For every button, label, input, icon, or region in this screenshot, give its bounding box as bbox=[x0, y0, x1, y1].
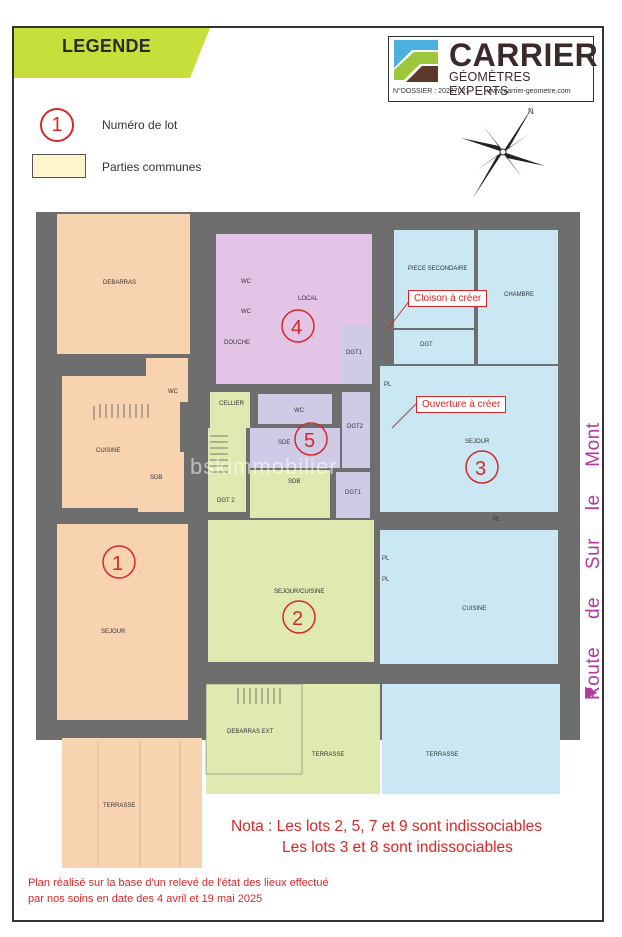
label-sdb-lot5: SDB bbox=[288, 479, 300, 485]
label-wc-lot5: WC bbox=[294, 408, 305, 414]
label-pl-4: PL bbox=[382, 577, 390, 583]
compass-north-label: N bbox=[528, 107, 534, 116]
room-sejour-lot1 bbox=[57, 524, 188, 720]
label-pl-2: PL bbox=[493, 517, 501, 523]
room-debarras bbox=[57, 214, 190, 354]
callout-ouverture-leader bbox=[391, 403, 417, 429]
label-sejour-cuisine: SEJOUR/CUISINE bbox=[274, 589, 324, 595]
room-chambre bbox=[478, 230, 558, 364]
room-sejour-lot3 bbox=[380, 366, 558, 512]
label-dgt2-lower: DGT 2 bbox=[217, 498, 235, 504]
room-terrasse-lot1 bbox=[62, 738, 202, 868]
company-url: www.carrier-geometre.com bbox=[487, 88, 571, 95]
callout-ouverture: Ouverture à créer bbox=[416, 396, 507, 413]
room-wc-lot5 bbox=[258, 394, 332, 424]
label-pl-1: PL bbox=[384, 382, 392, 388]
stairs-dgt2 bbox=[210, 435, 228, 473]
label-dgt2-upper: DGT2 bbox=[347, 424, 364, 430]
lot-1-marker: 1 bbox=[102, 545, 136, 579]
stairs-lot1 bbox=[93, 404, 149, 420]
legend-title: LEGENDE bbox=[62, 36, 152, 56]
label-dgt-lot3: DGT bbox=[420, 342, 433, 348]
logo-name: CARRIER bbox=[449, 37, 599, 73]
dossier-number: N°DOSSIER : 20227021 bbox=[393, 88, 470, 95]
label-pl-3: PL bbox=[382, 556, 390, 562]
company-logo: CARRIER GÉOMÈTRES EXPERTS N°DOSSIER : 20… bbox=[388, 36, 598, 102]
lot-number-sample: 1 bbox=[40, 108, 74, 142]
label-chambre: CHAMBRE bbox=[504, 292, 534, 298]
room-dgt1-lot4 bbox=[341, 326, 371, 384]
logo-subtitle: GÉOMÈTRES EXPERTS bbox=[449, 70, 531, 98]
room-sdb-lot5 bbox=[250, 470, 330, 518]
lot-5-number: 5 bbox=[304, 430, 315, 452]
room-dgt2-upper bbox=[342, 392, 370, 468]
lot-5-marker: 5 bbox=[294, 422, 328, 456]
label-cellier: CELLIER bbox=[219, 401, 245, 407]
label-terrasse-lot1: TERRASSE bbox=[103, 803, 135, 809]
label-terrasse-right: TERRASSE bbox=[426, 752, 458, 758]
common-parts-swatch bbox=[32, 154, 86, 178]
label-sdb-lot1: SDB bbox=[150, 475, 162, 481]
compass-rose-icon bbox=[461, 106, 545, 198]
lot-2-number: 2 bbox=[292, 608, 303, 630]
room-cellier bbox=[210, 392, 250, 428]
footer-line-2: par nos soins en date des 4 avril et 19 … bbox=[28, 893, 263, 905]
lot-number-legend-label: Numéro de lot bbox=[102, 118, 178, 132]
nota-line-1: Nota : Les lots 2, 5, 7 et 9 sont indiss… bbox=[231, 818, 543, 835]
nota-line-2: Les lots 3 et 8 sont indissociables bbox=[282, 839, 513, 856]
street-arrow-icon: ▶ bbox=[585, 684, 598, 701]
terrasse-paving bbox=[97, 742, 181, 866]
label-wc-a: WC bbox=[241, 279, 252, 285]
label-local: LOCAL bbox=[298, 296, 318, 302]
lot-3-number: 3 bbox=[475, 458, 486, 480]
lot-4-number: 4 bbox=[291, 317, 302, 339]
room-sejour-cuisine bbox=[208, 520, 374, 662]
label-sde: SDE bbox=[278, 440, 290, 446]
street-name: Route de Sur le Mont bbox=[583, 422, 604, 700]
lot-4-marker: 4 bbox=[281, 309, 315, 343]
label-wc-lot1: WC bbox=[168, 389, 179, 395]
callout-cloison: Cloison à créer bbox=[408, 290, 488, 307]
label-wc-b: WC bbox=[241, 309, 252, 315]
label-douche: DOUCHE bbox=[224, 340, 250, 346]
stairs-ext bbox=[237, 688, 281, 704]
room-dgt1-lot5 bbox=[336, 472, 370, 518]
label-cuisine-lot1: CUISINE bbox=[96, 448, 120, 454]
label-sejour-lot1: SEJOUR bbox=[101, 629, 126, 635]
label-piece-secondaire: PIECE SECONDAIRE bbox=[408, 266, 467, 272]
legend-banner bbox=[14, 28, 210, 78]
label-sejour-lot3: SEJOUR bbox=[465, 439, 490, 445]
footer-line-1: Plan réalisé sur la base d'un relevé de … bbox=[28, 877, 329, 889]
room-sdb-lot1 bbox=[138, 452, 184, 512]
label-dgt1-lot5: DGT1 bbox=[345, 490, 362, 496]
label-cuisine-lot3: CUISINE bbox=[462, 606, 486, 612]
room-debarras-ext bbox=[205, 683, 303, 775]
label-debarras-ext: DEBARRAS EXT bbox=[227, 729, 274, 735]
label-debarras: DEBARRAS bbox=[103, 280, 136, 286]
label-terrasse-mid: TERRASSE bbox=[312, 752, 344, 758]
logo-mark-icon bbox=[394, 40, 438, 82]
room-cuisine-lot3 bbox=[380, 530, 558, 664]
label-dgt1-lot4: DGT1 bbox=[346, 350, 363, 356]
common-parts-legend-label: Parties communes bbox=[102, 160, 202, 174]
callout-cloison-leader bbox=[386, 299, 411, 331]
lot-2-marker: 2 bbox=[282, 600, 316, 634]
lot-3-marker: 3 bbox=[465, 450, 499, 484]
room-dgt-lot3 bbox=[394, 330, 474, 364]
watermark: bskimmobilier bbox=[190, 454, 338, 479]
room-piece-secondaire bbox=[394, 230, 474, 328]
lot-1-number: 1 bbox=[112, 553, 123, 575]
room-terrasse-right bbox=[382, 684, 560, 794]
